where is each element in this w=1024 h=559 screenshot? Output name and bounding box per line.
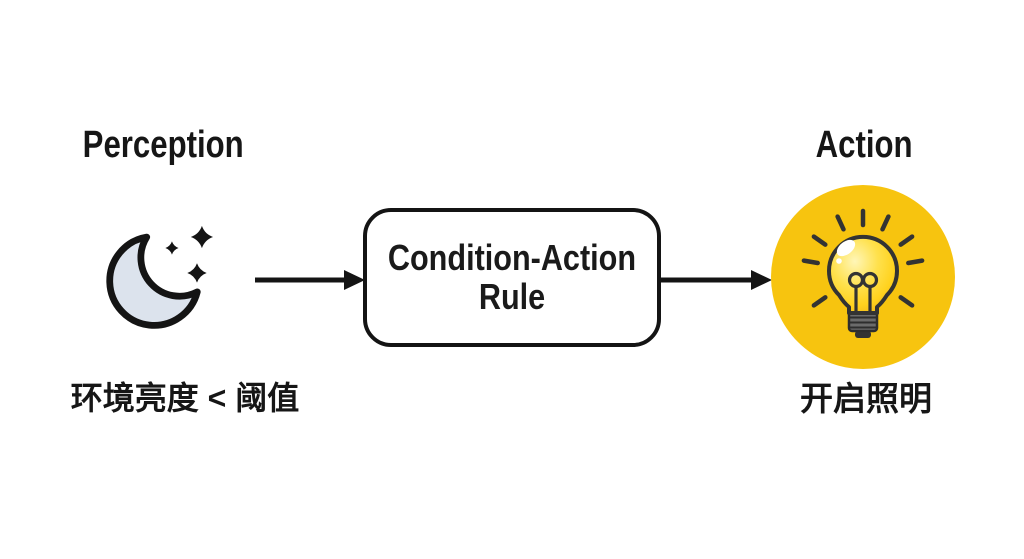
bulb-filament bbox=[847, 271, 879, 312]
sparkle-stars bbox=[165, 225, 214, 283]
perception-caption: 环境亮度 < 阈值 bbox=[70, 380, 300, 416]
rule-box-line2: Rule bbox=[478, 275, 546, 317]
crescent-moon-shape bbox=[106, 233, 201, 329]
action-label-text: Action bbox=[815, 124, 913, 166]
glow-rays bbox=[801, 208, 925, 308]
condition-action-rule-box: Condition-Action Rule bbox=[363, 208, 661, 347]
bulb-shine-highlight bbox=[836, 239, 856, 264]
action-label: Action bbox=[739, 126, 989, 164]
moon-stars-icon bbox=[106, 225, 214, 329]
action-circle-badge bbox=[771, 185, 955, 369]
bulb-base-threads bbox=[849, 316, 877, 329]
bulb-base-nub bbox=[855, 331, 871, 338]
rule-box-line1: Condition-Action bbox=[387, 237, 637, 279]
lightbulb-icon bbox=[801, 208, 925, 338]
arrow-rule-to-action bbox=[661, 270, 772, 290]
action-caption: 开启照明 bbox=[800, 380, 932, 417]
perception-label-text: Perception bbox=[82, 124, 244, 166]
perception-label: Perception bbox=[38, 126, 288, 164]
arrow-perception-to-rule bbox=[255, 270, 365, 290]
bulb-glass bbox=[827, 235, 899, 315]
